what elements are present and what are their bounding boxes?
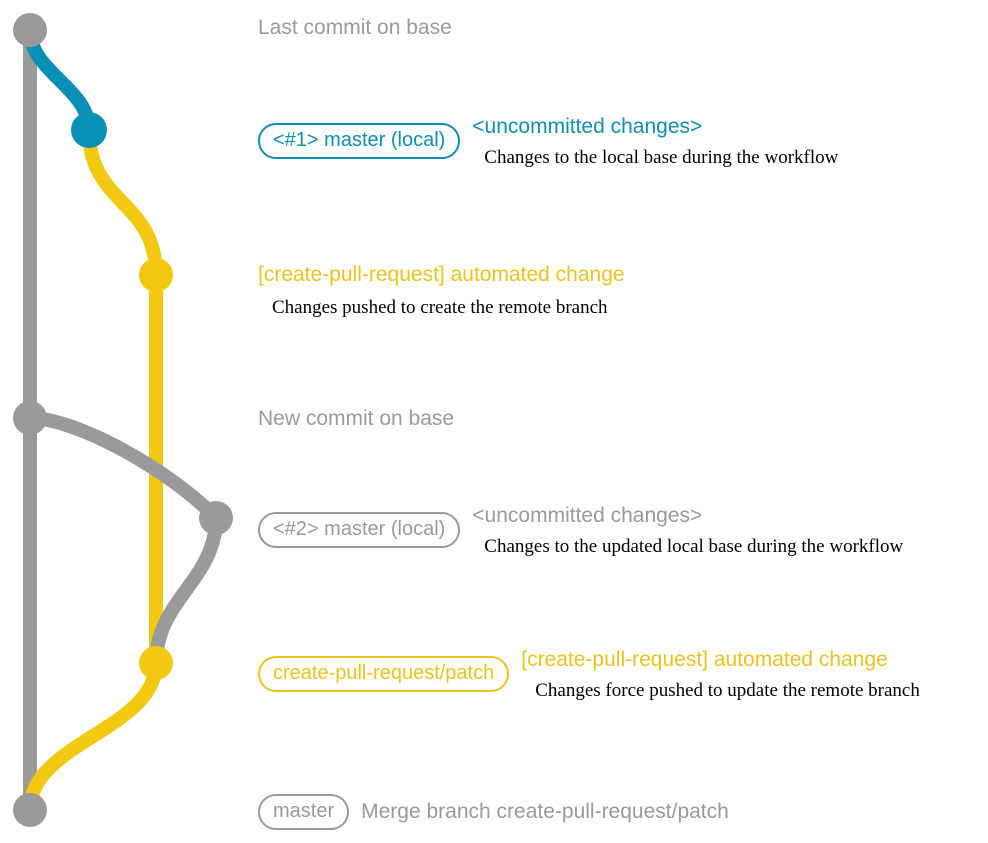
row-automated-change-1: [create-pull-request] automated change C…	[258, 260, 625, 320]
row-text-block: [create-pull-request] automated change C…	[521, 645, 920, 703]
branch-pill-master[interactable]: master	[258, 794, 350, 830]
row-subject: <uncommitted changes>	[472, 504, 703, 527]
row-subject: [create-pull-request] automated change	[258, 263, 625, 286]
row-description: Changes force pushed to update the remot…	[535, 680, 920, 701]
row-merge-commit: master Merge branch create-pull-request/…	[258, 794, 729, 830]
row-subject: Last commit on base	[258, 16, 452, 39]
row-text-block: <uncommitted changes> Changes to the loc…	[472, 112, 838, 170]
row-description: Changes to the updated local base during…	[484, 536, 904, 557]
row-automated-change-2: create-pull-request/patch [create-pull-r…	[258, 645, 920, 703]
row-last-commit-on-base: Last commit on base	[258, 15, 452, 41]
row-subject: <uncommitted changes>	[472, 115, 703, 138]
row-subject: New commit on base	[258, 407, 455, 430]
row-text-block: <uncommitted changes> Changes to the upd…	[472, 501, 903, 559]
row-new-commit-on-base: New commit on base	[258, 406, 454, 432]
row-local-master-2: <#2> master (local) <uncommitted changes…	[258, 501, 903, 559]
row-description: Changes to the local base during the wor…	[484, 147, 839, 168]
row-description: Changes pushed to create the remote bran…	[272, 297, 608, 318]
row-subject: Merge branch create-pull-request/patch	[361, 800, 729, 823]
branch-pill-local-master-2[interactable]: <#2> master (local)	[258, 512, 461, 548]
row-subject: [create-pull-request] automated change	[521, 648, 888, 671]
branch-pill-create-pull-request-patch[interactable]: create-pull-request/patch	[258, 656, 510, 692]
branch-pill-local-master-1[interactable]: <#1> master (local)	[258, 123, 461, 159]
row-local-master-1: <#1> master (local) <uncommitted changes…	[258, 112, 838, 170]
